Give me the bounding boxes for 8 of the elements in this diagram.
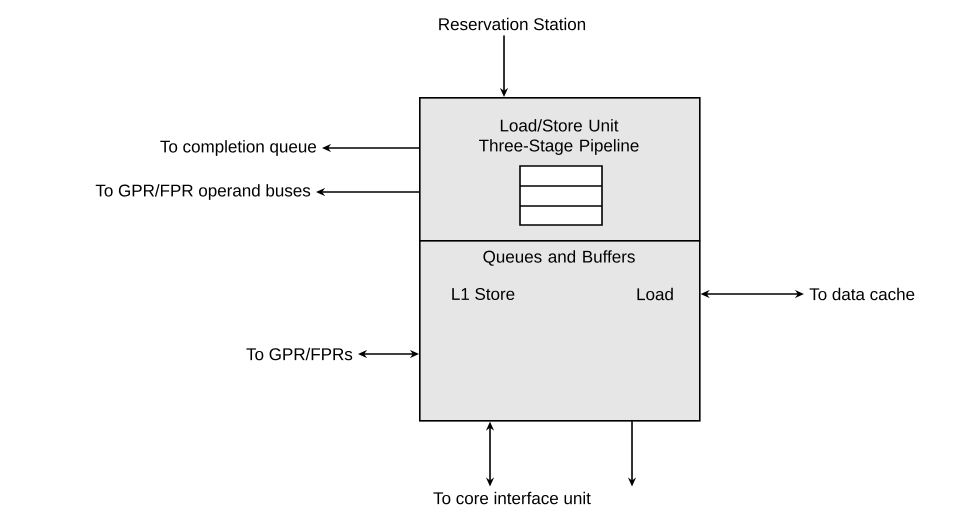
- signal-label: Reservation Station: [439, 18, 586, 30]
- signal-label: To core interface unit: [433, 492, 591, 504]
- pipeline-unit-box: Load/Store Unit Three-Stage Pipeline: [419, 97, 701, 242]
- signal-label: To completion queue: [160, 140, 316, 156]
- signal-label: To GPR/FPRs: [246, 348, 352, 360]
- signal-label: To data cache: [810, 288, 914, 300]
- queue-buffer-box: Queues and Buffers L1 Store Load: [419, 240, 701, 422]
- signal-label: To GPR/FPR operand buses: [96, 184, 310, 200]
